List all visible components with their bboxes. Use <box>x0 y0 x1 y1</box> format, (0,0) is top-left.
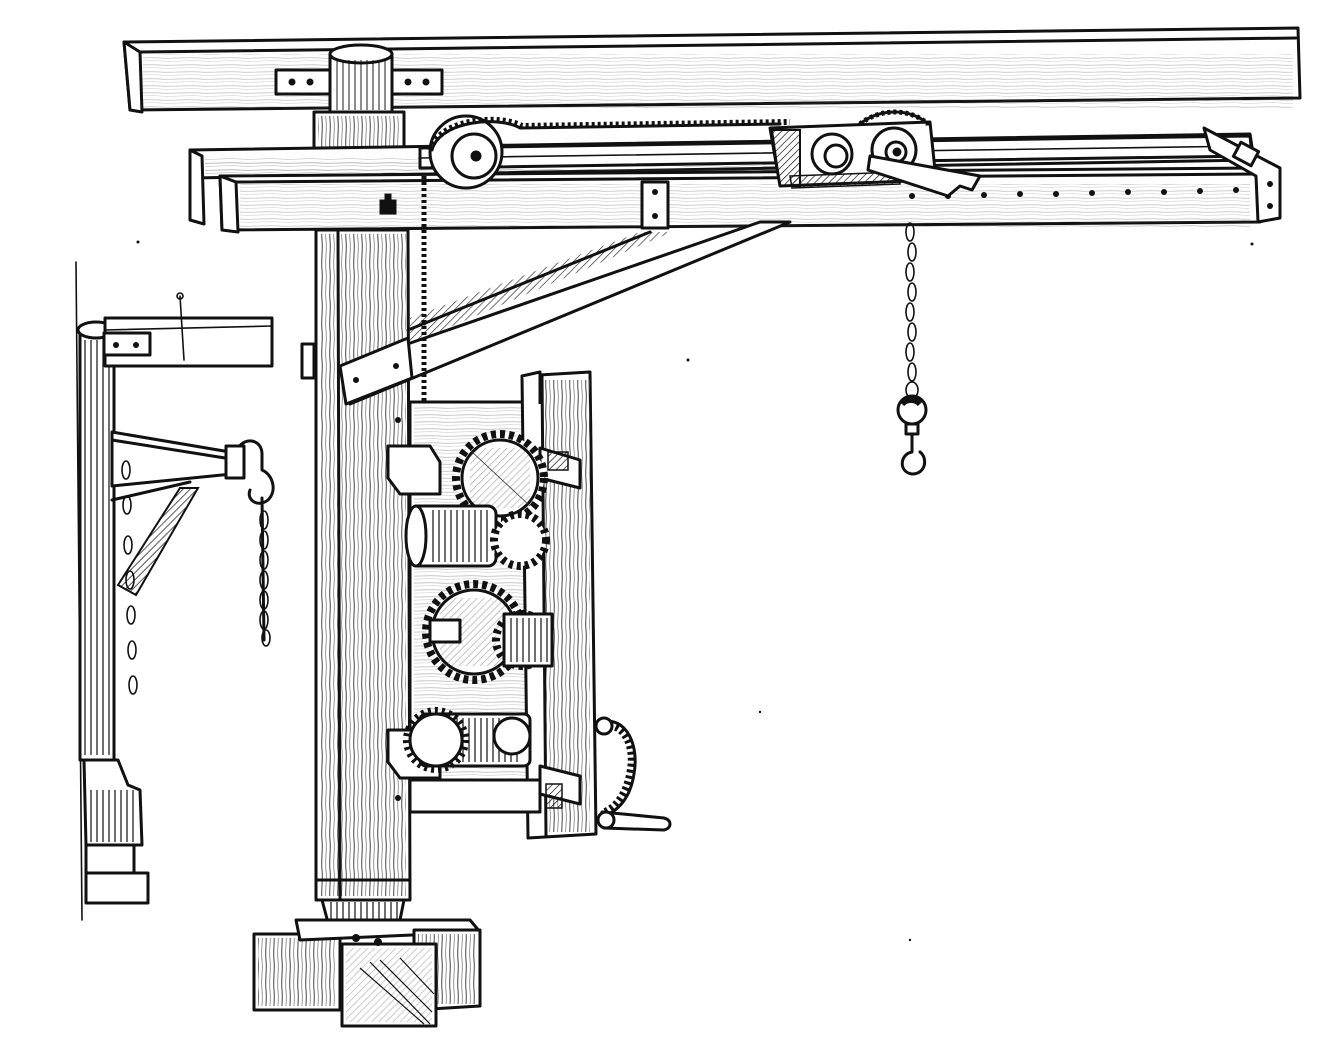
secondary-jib <box>102 292 274 368</box>
overhead-beam <box>122 26 1302 114</box>
gear-middle <box>422 580 554 684</box>
print-specks <box>136 240 1254 942</box>
secondary-hook <box>121 439 275 695</box>
hook-block <box>896 381 928 476</box>
pinion-upper <box>404 504 550 570</box>
trolley <box>768 109 982 198</box>
hoist-chain <box>905 222 917 382</box>
gear-upper <box>452 430 548 526</box>
secondary-crane <box>75 261 275 921</box>
pulley-wheel <box>427 114 791 190</box>
secondary-chain-2 <box>121 460 138 695</box>
pinion-lower <box>403 707 532 773</box>
hand-crank <box>594 716 672 832</box>
secondary-crane-post <box>76 320 150 905</box>
crane-post <box>300 110 412 932</box>
jib-arm <box>188 114 1282 234</box>
diagonal-brace <box>338 220 792 406</box>
base-block <box>252 918 482 1028</box>
secondary-chain <box>259 510 271 647</box>
